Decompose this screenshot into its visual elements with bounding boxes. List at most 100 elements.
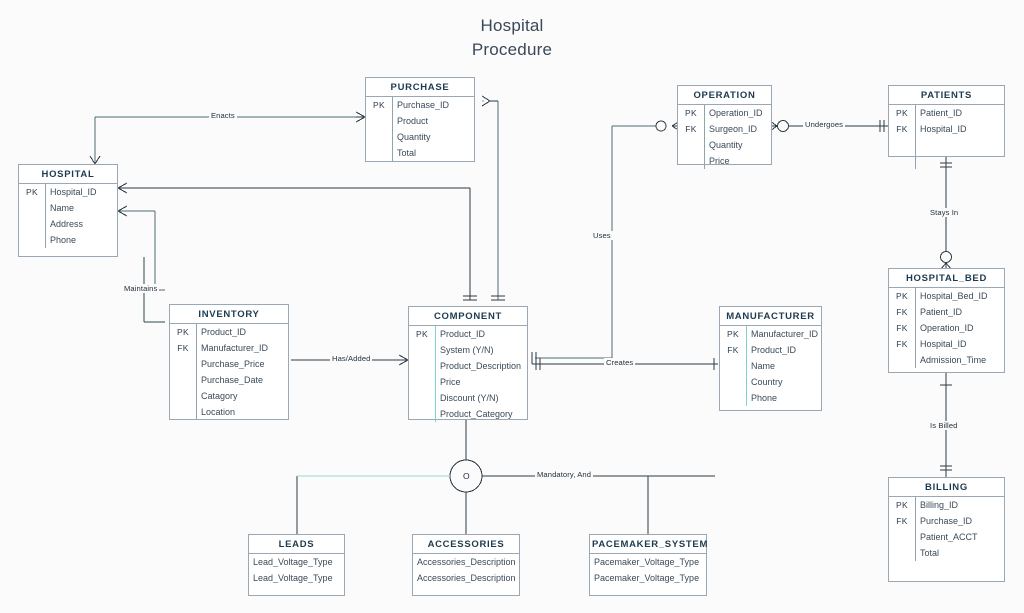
entity-manufacturer-attributes: PK Manufacturer_ID FK Product_ID Name Co… [720,326,821,406]
attribute-row[interactable]: PK Product_ID [409,326,527,342]
attribute-row[interactable]: FK Hospital_ID [889,336,1004,352]
key-divider [45,184,46,248]
entity-pacemaker-system[interactable]: PACEMAKER_SYSTEM Pacemaker_Voltage_Type … [589,534,707,596]
attribute-row[interactable]: Pacemaker_Voltage_Type [590,554,706,570]
relationship-label-creates: Creates [604,358,636,367]
attribute-row[interactable]: Discount (Y/N) [409,390,527,406]
attribute-name: Accessories_Description [417,573,516,583]
attribute-row[interactable]: Catagory [170,388,288,404]
attribute-key: PK [177,327,189,337]
entity-hospital-bed[interactable]: HOSPITAL_BED PK Hospital_Bed_ID FK Patie… [888,268,1005,373]
attribute-row[interactable]: Lead_Voltage_Type [249,570,344,586]
attribute-row[interactable]: Address [19,216,117,232]
entity-component-title: COMPONENT [409,307,527,326]
attribute-name: Quantity [709,140,743,150]
entity-operation-attributes: PK Operation_ID FK Surgeon_ID Quantity P… [678,105,771,169]
attribute-row[interactable]: Phone [720,390,821,406]
key-divider [746,326,747,406]
attribute-row[interactable]: PK Product_ID [170,324,288,340]
entity-pacemaker-system-attributes: Pacemaker_Voltage_Type Pacemaker_Voltage… [590,554,706,586]
entity-component[interactable]: COMPONENT PK Product_ID System (Y/N) Pro… [408,306,528,422]
attribute-row[interactable]: FK Surgeon_ID [678,121,771,137]
attribute-row[interactable]: Accessories_Description [413,570,519,586]
attribute-row[interactable]: Lead_Voltage_Type [249,554,344,570]
attribute-row[interactable]: FK Product_ID [720,342,821,358]
entity-operation[interactable]: OPERATION PK Operation_ID FK Surgeon_ID … [677,85,772,169]
attribute-row[interactable]: Product_Description [409,358,527,374]
attribute-row[interactable]: Name [720,358,821,374]
entity-inventory[interactable]: INVENTORY PK Product_ID FK Manufacturer_… [169,304,289,420]
attribute-row[interactable]: Purchase_Price [170,356,288,372]
attribute-key: PK [685,108,697,118]
attribute-row[interactable]: Total [889,545,1004,561]
attribute-name: Name [50,203,75,213]
attribute-row[interactable]: Accessories_Description [413,554,519,570]
attribute-row[interactable]: FK Hospital_ID [889,121,1004,137]
attribute-name: Admission_Time [920,355,987,365]
attribute-row[interactable]: Total [366,145,474,161]
entity-billing[interactable]: BILLING PK Billing_ID FK Purchase_ID Pat… [888,477,1005,582]
attribute-row[interactable]: FK Patient_ID [889,304,1004,320]
attribute-row[interactable]: System (Y/N) [409,342,527,358]
attribute-row[interactable]: Purchase_Date [170,372,288,388]
attribute-row[interactable]: PK Hospital_ID [19,184,117,200]
attribute-row[interactable]: Product_Category [409,406,527,422]
attribute-row[interactable]: Quantity [366,129,474,145]
key-divider [392,97,393,161]
attribute-row[interactable]: PK Manufacturer_ID [720,326,821,342]
relationship-label-undergoes: Undergoes [803,120,846,129]
attribute-row[interactable]: PK Billing_ID [889,497,1004,513]
attribute-row[interactable]: PK Purchase_ID [366,97,474,113]
entity-leads[interactable]: LEADS Lead_Voltage_Type Lead_Voltage_Typ… [248,534,345,596]
attribute-row[interactable]: Price [678,153,771,169]
attribute-name: System (Y/N) [440,345,494,355]
attribute-row[interactable]: Patient_ACCT [889,529,1004,545]
attribute-row[interactable]: PK Operation_ID [678,105,771,121]
attribute-row[interactable]: Country [720,374,821,390]
attribute-name: Quantity [397,132,431,142]
entity-accessories-title: ACCESSORIES [413,535,519,554]
attribute-row[interactable]: PK Patient_ID [889,105,1004,121]
attribute-key: FK [685,124,697,134]
attribute-name: Operation_ID [920,323,974,333]
entity-hospital-title: HOSPITAL [19,165,117,184]
attribute-key: PK [896,291,908,301]
attribute-row[interactable]: Product [366,113,474,129]
entity-inventory-title: INVENTORY [170,305,288,324]
attribute-row[interactable]: FK Purchase_ID [889,513,1004,529]
attribute-row[interactable]: FK Operation_ID [889,320,1004,336]
attribute-row[interactable]: Name [19,200,117,216]
entity-purchase[interactable]: PURCHASE PK Purchase_ID Product Quantity… [365,77,475,162]
attribute-key: FK [177,343,189,353]
attribute-row[interactable]: FK Manufacturer_ID [170,340,288,356]
attribute-name: Surgeon_ID [709,124,758,134]
subtype-gate-letter: O [463,471,470,481]
key-divider [196,324,197,420]
attribute-name: Country [751,377,783,387]
attribute-row[interactable]: Admission_Time [889,352,1004,368]
attribute-name: Phone [751,393,778,403]
attribute-row[interactable]: Price [409,374,527,390]
entity-patients[interactable]: PATIENTS PK Patient_ID FK Hospital_ID [888,85,1005,169]
attribute-name: Product_Description [440,361,522,371]
attribute-key: FK [896,516,908,526]
entity-accessories[interactable]: ACCESSORIES Accessories_Description Acce… [412,534,520,596]
entity-manufacturer[interactable]: MANUFACTURER PK Manufacturer_ID FK Produ… [719,306,822,411]
entity-inventory-attributes: PK Product_ID FK Manufacturer_ID Purchas… [170,324,288,420]
entity-hospital[interactable]: HOSPITAL PK Hospital_ID Name Address Pho… [18,164,118,257]
attribute-name: Price [709,156,730,166]
attribute-row[interactable]: Phone [19,232,117,248]
attribute-row[interactable]: Quantity [678,137,771,153]
attribute-name: Product_ID [440,329,486,339]
attribute-name: Manufacturer_ID [751,329,819,339]
key-divider [915,288,916,368]
attribute-row[interactable]: PK Hospital_Bed_ID [889,288,1004,304]
attribute-row[interactable]: Pacemaker_Voltage_Type [590,570,706,586]
attribute-row[interactable]: Location [170,404,288,420]
attribute-key: PK [727,329,739,339]
attribute-key: PK [26,187,38,197]
relationship-label-is-billed: Is Billed [928,421,960,430]
attribute-name: Pacemaker_Voltage_Type [594,573,700,583]
attribute-name: Hospital_ID [920,124,967,134]
